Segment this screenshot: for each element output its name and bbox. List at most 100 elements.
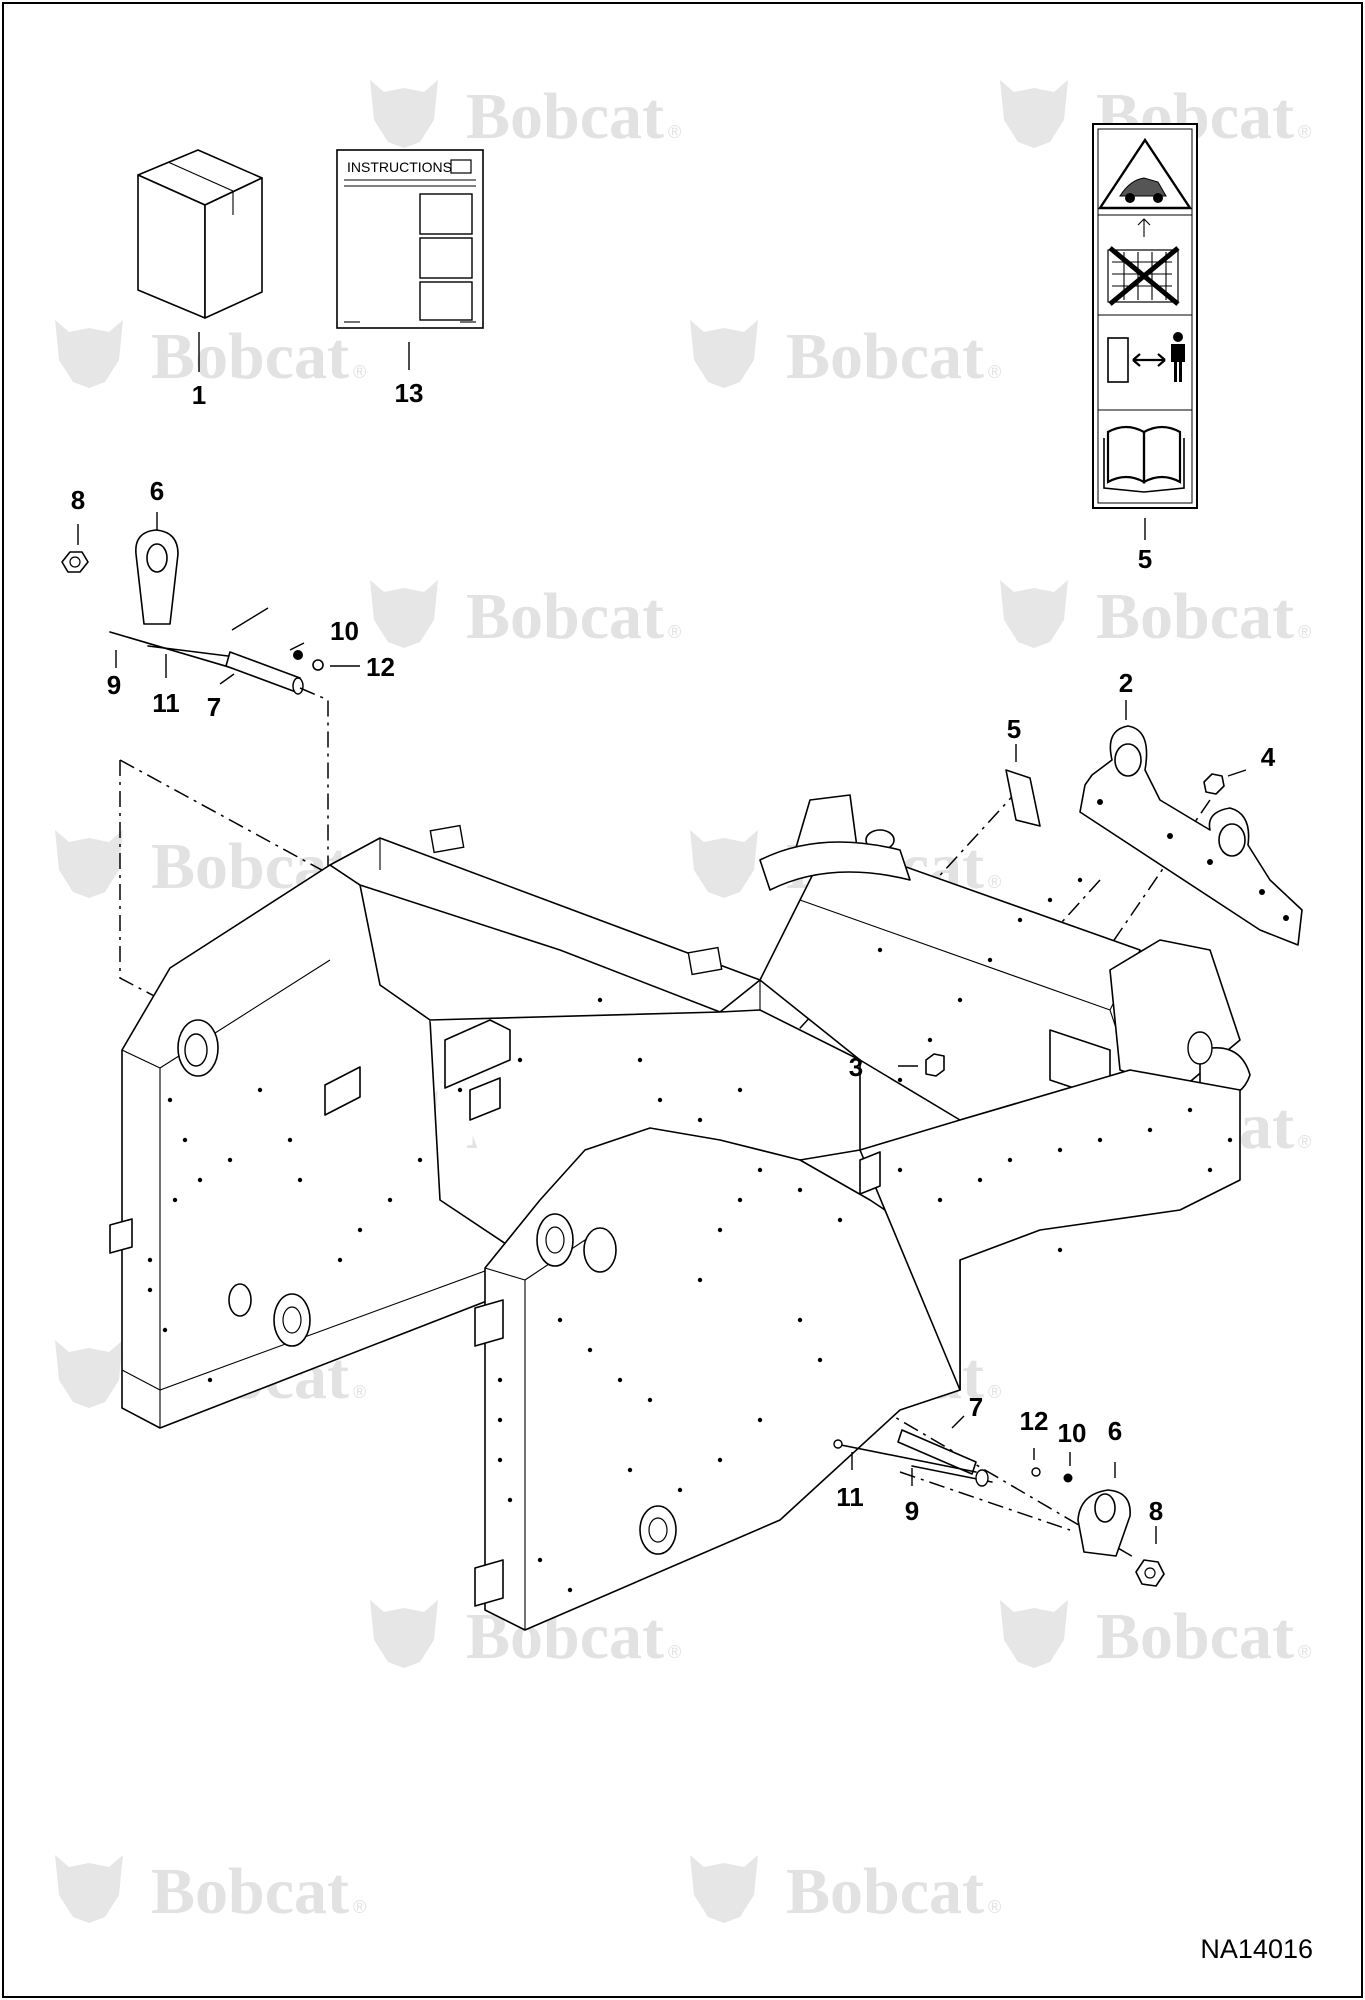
- bobcat-watermark: Bobcat®: [1000, 1600, 1311, 1673]
- watermark-registered-mark: ®: [668, 122, 681, 142]
- callout-9-right: 9: [905, 1496, 919, 1526]
- frame-hole: [817, 1357, 823, 1363]
- figure-reference-code: NA14016: [1200, 1934, 1313, 1964]
- frame-hole: [797, 1187, 803, 1193]
- watermark-brand-text: Bobcat: [151, 1855, 349, 1928]
- frame-hole: [357, 1227, 363, 1233]
- part-bolt-3: 3: [849, 1052, 945, 1082]
- watermark-registered-mark: ®: [353, 362, 366, 382]
- frame-mounting-holes: [147, 877, 1233, 1593]
- frame-hole: [227, 1157, 233, 1163]
- bobcat-logo-icon: [55, 830, 123, 898]
- frame-hole: [497, 1457, 503, 1463]
- frame-hole: [1187, 1107, 1193, 1113]
- watermark-registered-mark: ®: [668, 622, 681, 642]
- bobcat-watermark: Bobcat®: [370, 80, 681, 153]
- watermark-registered-mark: ®: [1298, 622, 1311, 642]
- frame-hole: [497, 1417, 503, 1423]
- callout-7-right: 7: [969, 1392, 983, 1422]
- callout-9-left: 9: [107, 670, 121, 700]
- frame-hole: [197, 1177, 203, 1183]
- frame-hole: [977, 1177, 983, 1183]
- bobcat-logo-icon: [370, 580, 438, 648]
- bobcat-logo-icon: [370, 80, 438, 148]
- frame-hole: [1057, 1247, 1063, 1253]
- frame-hole: [587, 1347, 593, 1353]
- bobcat-logo-icon: [1000, 1600, 1068, 1668]
- frame-hole: [737, 1197, 743, 1203]
- callout-12-left: 12: [366, 652, 395, 682]
- frame-hole: [757, 1417, 763, 1423]
- watermark-registered-mark: ®: [988, 1897, 1001, 1917]
- frame-hole: [537, 1557, 543, 1563]
- bobcat-watermark: Bobcat®: [370, 580, 681, 653]
- frame-hole: [1147, 1127, 1153, 1133]
- frame-hole: [297, 1177, 303, 1183]
- watermark-registered-mark: ®: [1298, 1642, 1311, 1662]
- frame-hole: [1207, 1167, 1213, 1173]
- frame-hole: [387, 1197, 393, 1203]
- callout-10-right: 10: [1058, 1418, 1087, 1448]
- frame-hole: [147, 1287, 153, 1293]
- frame-hole: [677, 1487, 683, 1493]
- hardware-group-right: 7 12 10 6 11 9 8: [833, 1392, 1165, 1587]
- watermark-registered-mark: ®: [1298, 1132, 1311, 1152]
- bobcat-watermark: Bobcat®: [690, 1855, 1001, 1928]
- bobcat-logo-icon: [55, 1855, 123, 1923]
- hardware-group-left: 8 6 10 12 9 11 7: [61, 476, 395, 722]
- frame-hole: [417, 1157, 423, 1163]
- callout-6-right: 6: [1108, 1416, 1122, 1446]
- callout-5-decal: 5: [1138, 544, 1152, 574]
- watermark-registered-mark: ®: [353, 1897, 366, 1917]
- frame-hole: [617, 1377, 623, 1383]
- warning-triangle-icon: [1097, 137, 1193, 210]
- bobcat-watermark: Bobcat®: [55, 320, 366, 393]
- part-frame-decal-5: 5: [1005, 714, 1041, 827]
- part-decal-5: 5: [1092, 123, 1198, 574]
- frame-hole: [1017, 917, 1023, 923]
- callout-6-left: 6: [150, 476, 164, 506]
- frame-hole: [627, 1467, 633, 1473]
- frame-hole: [1007, 1157, 1013, 1163]
- callout-2: 2: [1119, 668, 1133, 698]
- frame-hole: [717, 1457, 723, 1463]
- frame-hole: [797, 1317, 803, 1323]
- watermark-registered-mark: ®: [353, 1382, 366, 1402]
- callout-4: 4: [1261, 742, 1276, 772]
- frame-hole: [957, 997, 963, 1003]
- callout-12-right: 12: [1020, 1406, 1049, 1436]
- frame-hole: [897, 1077, 903, 1083]
- main-frame-assembly: [109, 794, 1251, 1631]
- frame-hole: [257, 1087, 263, 1093]
- bobcat-logo-icon: [690, 830, 758, 898]
- frame-hole: [557, 1317, 563, 1323]
- manual-book-icon: [1103, 425, 1185, 493]
- callout-1: 1: [192, 380, 206, 410]
- bobcat-logo-icon: [55, 320, 123, 388]
- frame-hole: [517, 1057, 523, 1063]
- watermark-brand-text: Bobcat: [1096, 580, 1294, 653]
- bobcat-watermark: Bobcat®: [1000, 580, 1311, 653]
- instructions-sheet-title: INSTRUCTIONS: [347, 159, 452, 175]
- watermark-brand-text: Bobcat: [466, 580, 664, 653]
- bobcat-watermark: Bobcat®: [690, 320, 1001, 393]
- frame-hole: [147, 1257, 153, 1263]
- bobcat-logo-icon: [370, 1600, 438, 1668]
- watermark-brand-text: Bobcat: [151, 320, 349, 393]
- frame-hole: [172, 1197, 178, 1203]
- frame-hole: [717, 1227, 723, 1233]
- callout-11-left: 11: [152, 688, 180, 718]
- frame-hole: [1227, 1137, 1233, 1143]
- frame-hole: [1097, 1137, 1103, 1143]
- bobcat-watermark: Bobcat®: [55, 1855, 366, 1928]
- frame-hole: [167, 1097, 173, 1103]
- bobcat-logo-icon: [690, 1855, 758, 1923]
- watermark-registered-mark: ®: [1298, 122, 1311, 142]
- frame-hole: [162, 1327, 168, 1333]
- frame-hole: [1077, 877, 1083, 883]
- frame-hole: [1047, 897, 1053, 903]
- frame-hole: [207, 1377, 213, 1383]
- callout-8-right: 8: [1149, 1496, 1163, 1526]
